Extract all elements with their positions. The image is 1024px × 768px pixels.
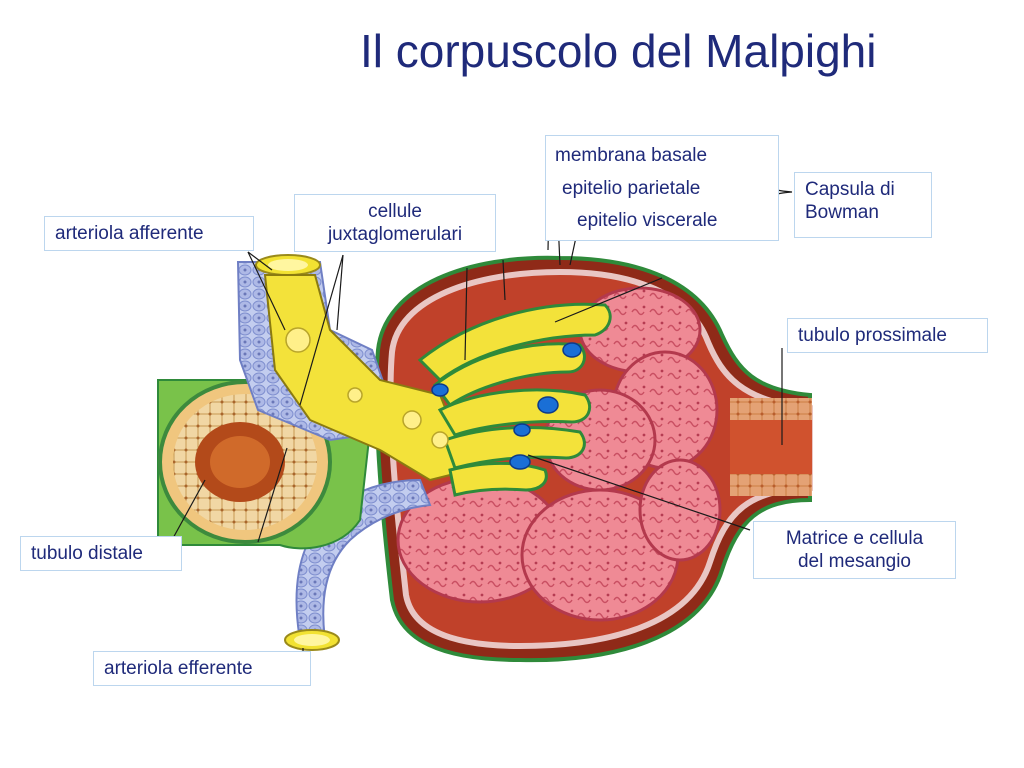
label-matrice-line1: Matrice e cellula (785, 528, 924, 549)
label-capsula-line1: Capsula di (805, 179, 895, 200)
label-cellule-line1: cellule (368, 201, 422, 222)
label-capsule-layers-box (545, 135, 779, 241)
page-title: Il corpuscolo del Malpighi (360, 25, 877, 77)
label-arteriola-afferente: arteriola afferente (44, 216, 254, 251)
label-capsula-di-bowman: Capsula di Bowman (794, 172, 932, 238)
glomerulus (396, 286, 722, 622)
proximal-tubule (730, 398, 812, 496)
label-matrice-mesangio: Matrice e cellula del mesangio (753, 521, 956, 579)
label-cellule-juxtaglomerulari: cellule juxtaglomerulari (294, 194, 496, 252)
label-epitelio-parietale: epitelio parietale (562, 178, 701, 199)
label-cellule-line2: juxtaglomerulari (327, 224, 463, 245)
label-matrice-line2: del mesangio (797, 551, 912, 572)
label-epitelio-viscerale: epitelio viscerale (577, 210, 718, 231)
label-capsula-line2: Bowman (805, 202, 879, 223)
label-tubulo-distale: tubulo distale (20, 536, 182, 571)
label-tubulo-prossimale: tubulo prossimale (787, 318, 988, 353)
mesangial-cells (431, 342, 582, 470)
afferent-arteriole (236, 254, 612, 497)
label-membrana-basale: membrana basale (555, 145, 708, 166)
label-arteriola-efferente: arteriola efferente (93, 651, 311, 686)
